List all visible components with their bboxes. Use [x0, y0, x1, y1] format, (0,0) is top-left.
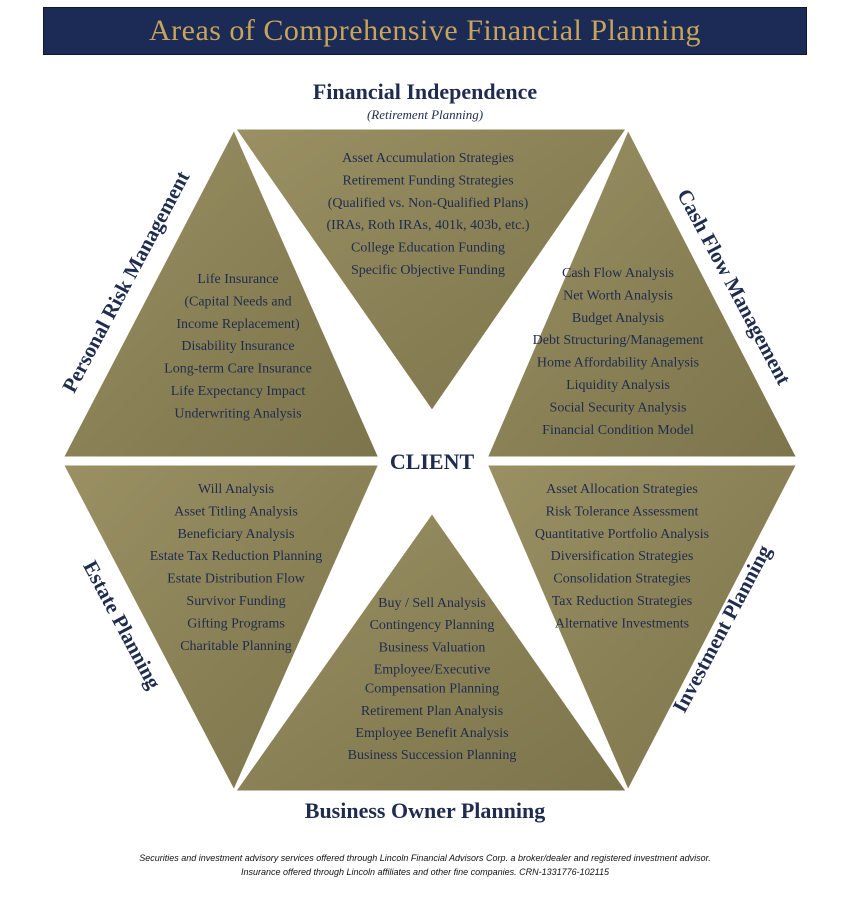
segment-bottom-right-item: Diversification Strategies	[551, 549, 694, 564]
label-retirement-planning: (Retirement Planning)	[366, 107, 484, 122]
segment-top-left-item: Life Expectancy Impact	[171, 384, 306, 399]
segment-top-left-item: (Capital Needs and	[184, 294, 291, 309]
segment-bottom-item: Compensation Planning	[365, 682, 499, 697]
segment-bottom-left-item: Estate Distribution Flow	[167, 572, 306, 587]
segment-bottom-left-item: Estate Tax Reduction Planning	[150, 549, 323, 564]
segment-top-right-item: Social Security Analysis	[550, 400, 687, 415]
segment-bottom-item: Retirement Plan Analysis	[361, 704, 503, 719]
segment-bottom-right-item: Consolidation Strategies	[553, 572, 690, 587]
segment-top-right-item: Budget Analysis	[572, 311, 664, 326]
segment-top-left-item: Income Replacement)	[176, 317, 300, 332]
client-label: CLIENT	[390, 449, 475, 474]
segment-business-owner-planning	[231, 509, 631, 794]
segment-bottom-right-item: Tax Reduction Strategies	[552, 594, 693, 609]
segment-bottom-item: Business Succession Planning	[348, 748, 517, 763]
segment-investment-planning	[483, 462, 801, 796]
segment-top-item: College Education Funding	[351, 241, 505, 256]
segment-estate-planning	[59, 462, 383, 796]
segment-top-left-item: Underwriting Analysis	[174, 406, 301, 421]
page-title: Areas of Comprehensive Financial Plannin…	[148, 14, 702, 47]
segment-cash-flow-management	[483, 124, 801, 460]
segment-top-item: Asset Accumulation Strategies	[342, 151, 514, 166]
segment-bottom-item: Business Valuation	[379, 640, 486, 655]
segment-bottom-item: Buy / Sell Analysis	[378, 596, 486, 611]
segment-bottom-right-item: Alternative Investments	[555, 616, 689, 631]
segment-bottom-left-item: Beneficiary Analysis	[177, 527, 294, 542]
client-hexagon	[375, 409, 489, 513]
segment-top-left-item: Disability Insurance	[181, 339, 294, 354]
segment-financial-independence	[231, 126, 631, 415]
footer-disclaimer-line2: Insurance offered through Lincoln affili…	[240, 867, 610, 877]
segment-bottom-left-item: Charitable Planning	[180, 639, 292, 654]
segment-top-item: (Qualified vs. Non-Qualified Plans)	[328, 196, 529, 211]
segment-top-right-item: Liquidity Analysis	[566, 378, 670, 393]
segment-bottom-right-item: Risk Tolerance Assessment	[546, 504, 699, 519]
segment-top-right-item: Cash Flow Analysis	[562, 266, 674, 281]
segment-bottom-left-item: Asset Titling Analysis	[174, 504, 298, 519]
segment-top-right-item: Net Worth Analysis	[563, 288, 673, 303]
segment-bottom-left-item: Gifting Programs	[187, 616, 285, 631]
segment-top-item: (IRAs, Roth IRAs, 401k, 403b, etc.)	[327, 218, 530, 233]
segment-bottom-item: Contingency Planning	[370, 618, 495, 633]
segment-bottom-left-item: Survivor Funding	[186, 594, 285, 609]
footer-disclaimer-line1: Securities and investment advisory servi…	[139, 853, 711, 863]
segment-bottom-right-item: Quantitative Portfolio Analysis	[535, 527, 709, 542]
segment-top-right-item: Debt Structuring/Management	[533, 333, 704, 348]
segment-top-item: Retirement Funding Strategies	[342, 173, 513, 188]
segment-personal-risk-management	[59, 124, 383, 460]
segment-top-left-item: Life Insurance	[197, 272, 278, 287]
label-business-owner-planning: Business Owner Planning	[304, 798, 546, 823]
segment-bottom-left-item: Will Analysis	[198, 482, 274, 497]
title-banner: Areas of Comprehensive Financial Plannin…	[43, 7, 807, 55]
segment-bottom-item: Employee/Executive	[374, 663, 491, 678]
segment-top-right-item: Home Affordability Analysis	[537, 356, 699, 371]
segment-top-left-item: Long-term Care Insurance	[164, 362, 312, 377]
segment-bottom-item: Employee Benefit Analysis	[355, 726, 508, 741]
segment-top-item: Specific Objective Funding	[351, 263, 505, 278]
segment-bottom-right-item: Asset Allocation Strategies	[546, 482, 698, 497]
segment-top-right-item: Financial Condition Model	[542, 423, 694, 438]
label-financial-independence: Financial Independence	[312, 79, 538, 104]
